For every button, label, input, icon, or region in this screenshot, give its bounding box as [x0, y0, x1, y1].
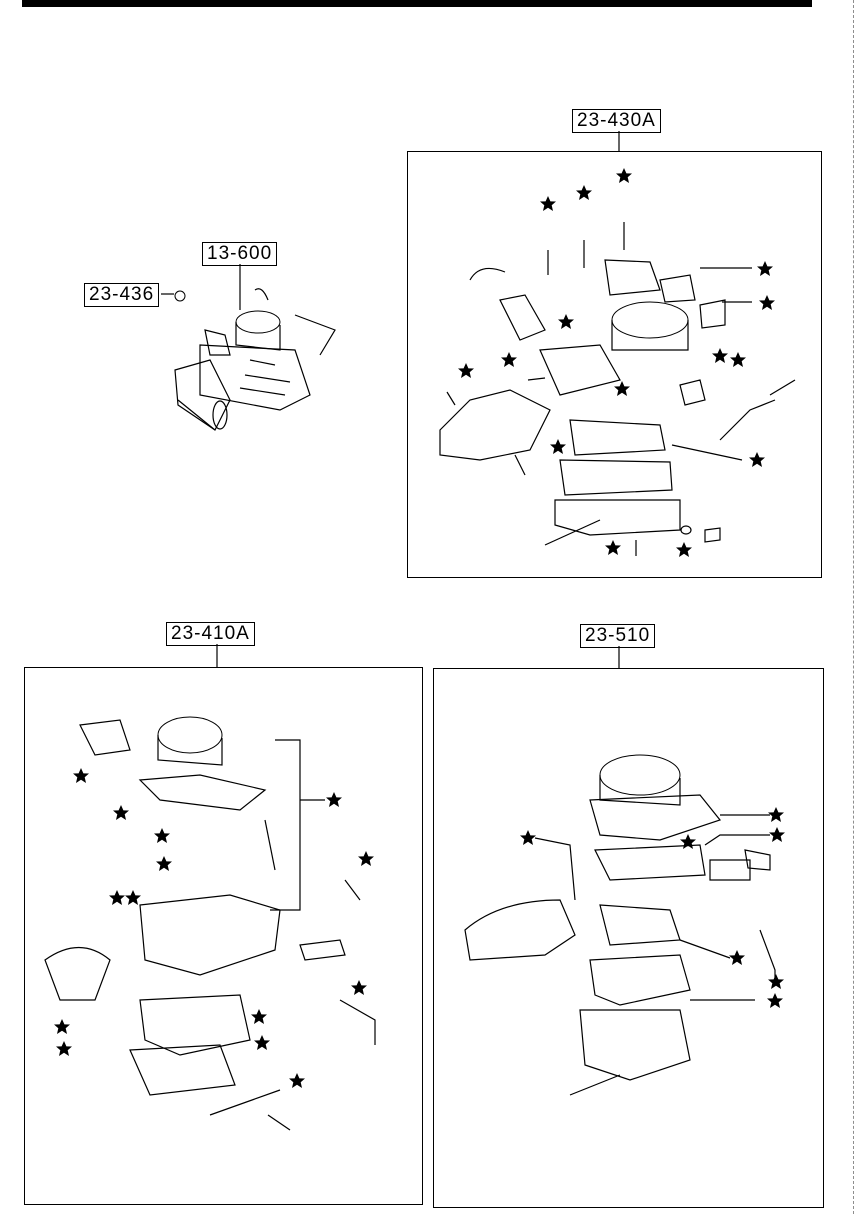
star-icon: [759, 295, 775, 310]
page-edge: [853, 0, 864, 1214]
star-icon: [729, 950, 745, 965]
carburettor-assembly-drawing: [174, 288, 336, 431]
star-icon: [109, 890, 125, 905]
small-cap-part: [174, 290, 186, 302]
panel-23-410a: [24, 667, 423, 1205]
group-label-23-430a: 23-430A: [572, 109, 661, 133]
star-icon: [757, 261, 773, 276]
star-icon: [605, 540, 621, 555]
star-icon: [154, 828, 170, 843]
star-icon: [113, 805, 129, 820]
star-icon: [676, 542, 692, 557]
star-markers: [54, 168, 785, 1088]
star-icon: [56, 1041, 72, 1056]
star-icon: [125, 890, 141, 905]
star-icon: [769, 827, 785, 842]
exploded-view-23-510: [464, 754, 776, 1096]
star-icon: [54, 1019, 70, 1034]
star-icon: [550, 439, 566, 454]
exploded-view-23-430a: [439, 222, 796, 556]
star-icon: [616, 168, 632, 183]
star-icon: [768, 807, 784, 822]
panel-23-430a: [407, 151, 822, 578]
star-icon: [558, 314, 574, 329]
top-rule: [22, 0, 812, 7]
star-icon: [358, 851, 374, 866]
star-icon: [680, 834, 696, 849]
star-icon: [540, 196, 556, 211]
star-icon: [254, 1035, 270, 1050]
panel-23-510: [433, 668, 824, 1208]
exploded-view-23-410a: [44, 716, 376, 1131]
group-label-23-410a: 23-410A: [166, 622, 255, 646]
star-icon: [326, 792, 342, 807]
star-icon: [614, 381, 630, 396]
star-icon: [351, 980, 367, 995]
star-icon: [156, 856, 172, 871]
star-icon: [520, 830, 536, 845]
group-label-23-510: 23-510: [580, 624, 656, 648]
star-icon: [749, 452, 765, 467]
star-icon: [576, 185, 592, 200]
star-icon: [730, 352, 746, 367]
star-icon: [712, 348, 728, 363]
star-icon: [251, 1009, 267, 1024]
star-icon: [73, 768, 89, 783]
star-icon: [289, 1073, 305, 1088]
star-icon: [501, 352, 517, 367]
part-label-23-436: 23-436: [84, 283, 160, 307]
star-icon: [458, 363, 474, 378]
star-icon: [768, 974, 784, 989]
star-icon: [767, 993, 783, 1008]
